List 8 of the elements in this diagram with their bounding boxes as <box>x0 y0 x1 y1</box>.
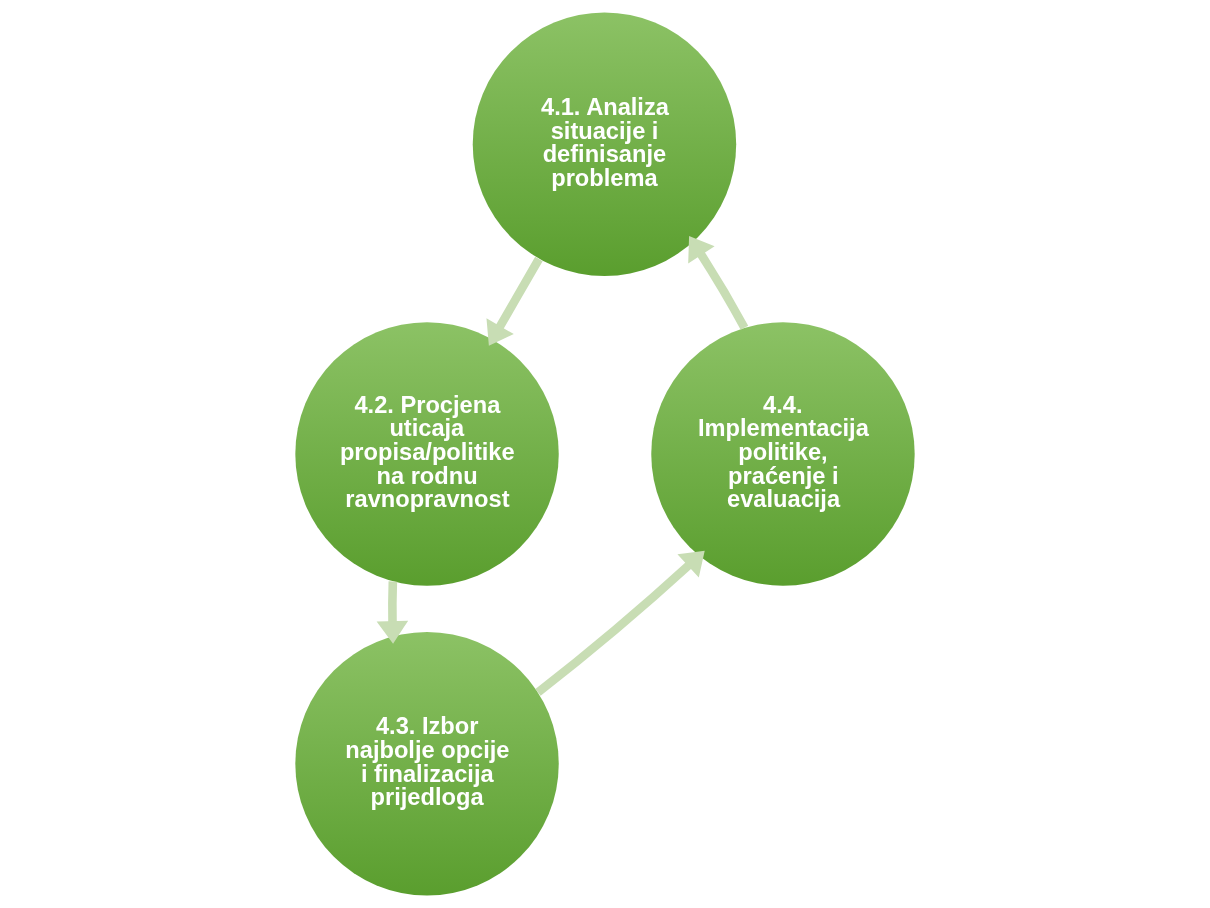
arrow <box>486 256 543 346</box>
node-circle: 4.3. Izbor najbolje opcije i finalizacija prijedloga <box>295 631 559 896</box>
node-circle: 4.1. Analiza situacije i definisanje problema <box>472 12 737 277</box>
arrow <box>535 550 705 696</box>
node-circle: 4.4. Implementacija politike, praćenje i evaluacija <box>651 322 915 586</box>
arrow <box>376 581 409 644</box>
arrow <box>688 236 749 330</box>
node-circle: 4.2. Procjena uticaja propisa/politike na rodnu ravnopravnost <box>295 322 559 586</box>
